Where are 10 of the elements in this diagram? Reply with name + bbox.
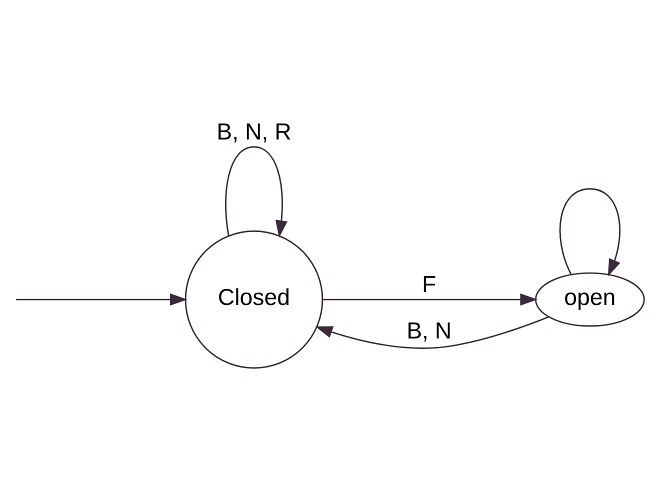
node-circle: Closed [184,230,324,369]
arrow [322,293,538,306]
node-ellipse: open [534,272,645,327]
arrow [315,316,549,349]
edge-label: B, N, R [216,118,292,144]
edge-label: B, N [406,317,452,344]
arrow [559,188,620,277]
edge-label: F [422,271,436,298]
arrow [16,293,188,306]
arrow [225,146,288,238]
